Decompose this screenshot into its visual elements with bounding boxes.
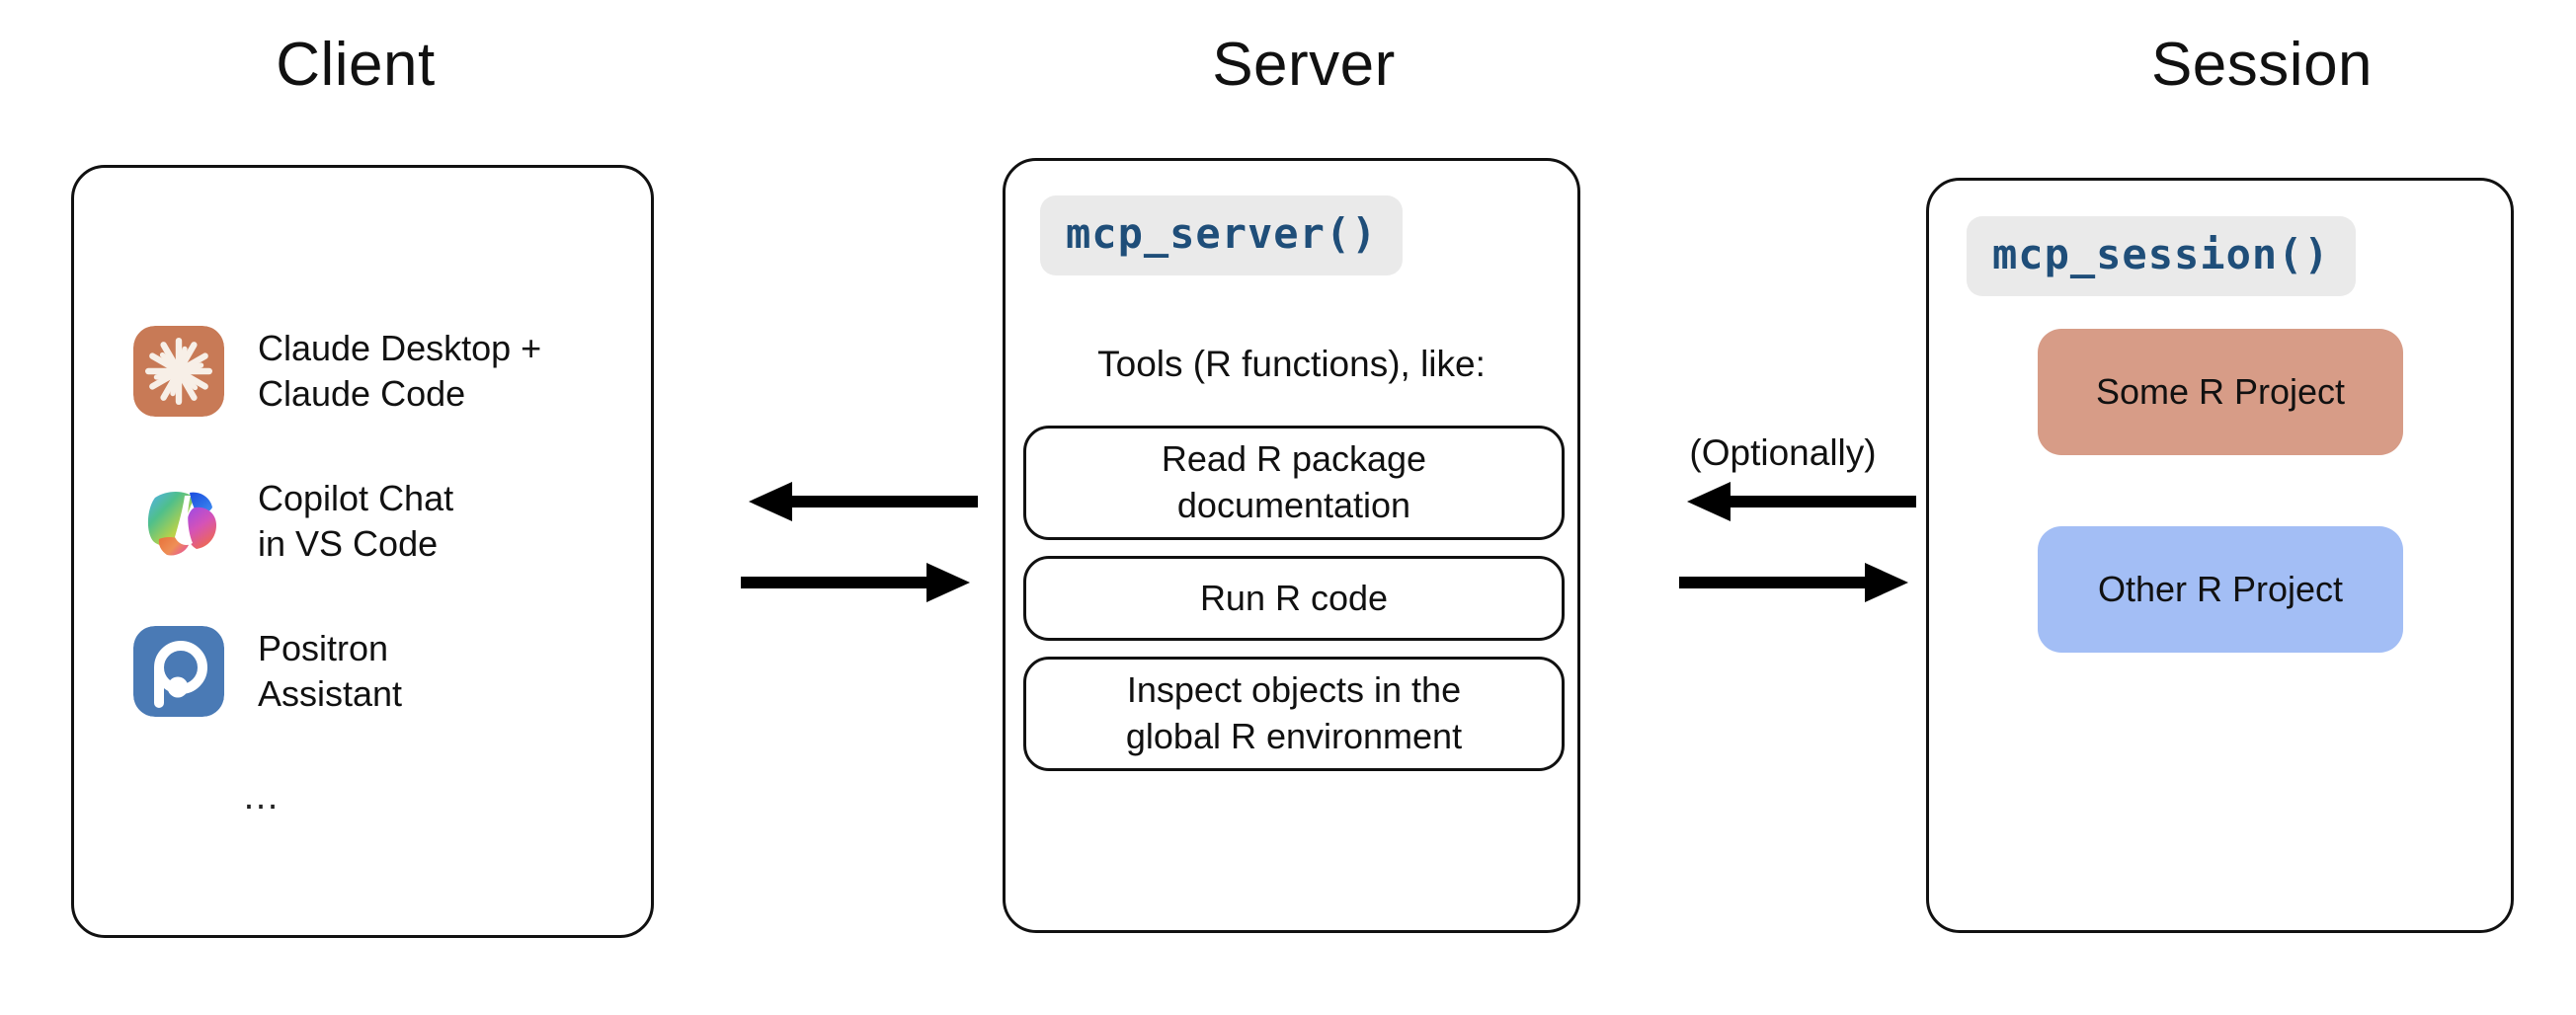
client-server-connector	[731, 474, 988, 617]
copilot-icon	[133, 476, 224, 567]
client-list-item-label: Copilot Chat in VS Code	[258, 478, 454, 565]
client-app-list: Claude Desktop + Claude Code	[133, 326, 647, 819]
client-list-item[interactable]: Positron Assistant	[133, 626, 647, 718]
column-title-client: Client	[276, 31, 436, 99]
session-panel: mcp_session() Some R Project Other R Pro…	[1926, 178, 2514, 933]
column-title-session: Session	[2150, 31, 2374, 99]
project-box[interactable]: Other R Project	[2038, 526, 2403, 653]
client-panel: Claude Desktop + Claude Code	[71, 165, 654, 938]
project-box[interactable]: Some R Project	[2038, 329, 2403, 455]
client-list-item[interactable]: Claude Desktop + Claude Code	[133, 326, 647, 418]
mcp-server-code-chip: mcp_server()	[1040, 195, 1404, 275]
column-title-server: Server	[1212, 31, 1396, 99]
mcp-session-code-chip: mcp_session()	[1967, 216, 2356, 296]
client-list-item-label: Claude Desktop + Claude Code	[258, 328, 542, 415]
tool-box[interactable]: Inspect objects in the global R environm…	[1023, 657, 1565, 771]
tool-box[interactable]: Run R code	[1023, 556, 1565, 641]
client-list-ellipsis: …	[242, 776, 282, 819]
claude-icon	[133, 326, 224, 418]
positron-icon	[133, 626, 224, 718]
optionally-note: (Optionally)	[1689, 432, 1877, 473]
tool-box[interactable]: Read R package documentation	[1023, 426, 1565, 540]
client-list-item[interactable]: Copilot Chat in VS Code	[133, 476, 647, 567]
tools-caption: Tools (R functions), like:	[1097, 344, 1486, 384]
server-panel: mcp_server() Tools (R functions), like: …	[1003, 158, 1580, 933]
client-list-item-label: Positron Assistant	[258, 628, 403, 715]
server-session-connector	[1669, 474, 1926, 617]
